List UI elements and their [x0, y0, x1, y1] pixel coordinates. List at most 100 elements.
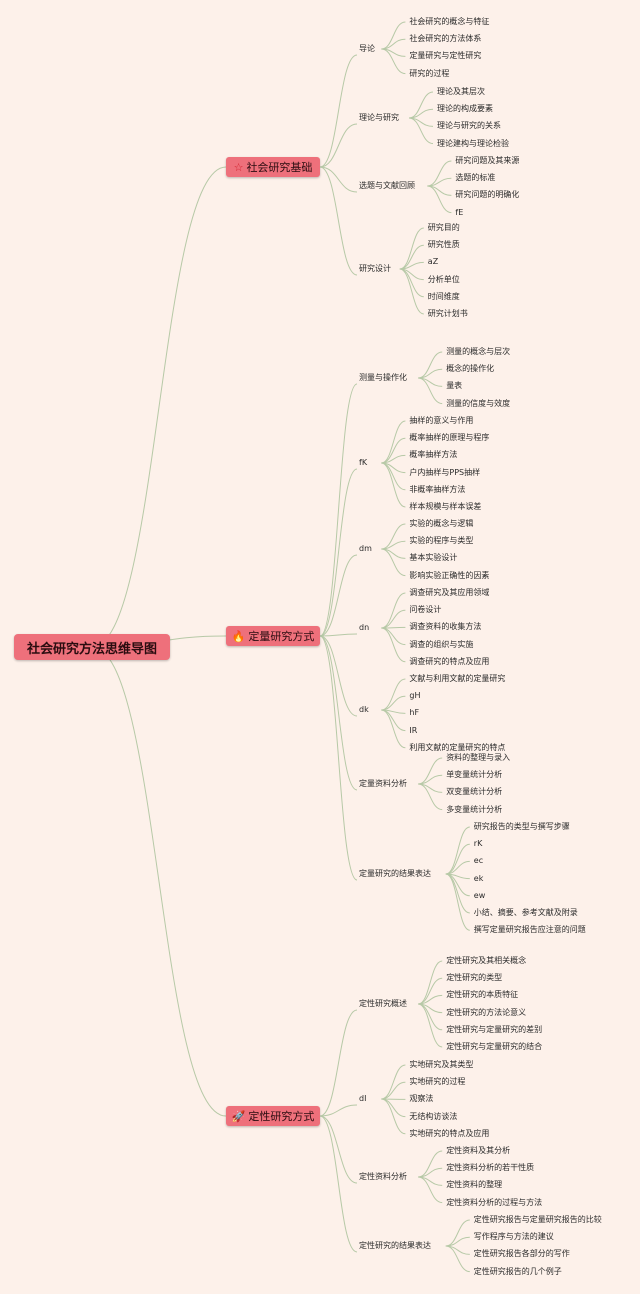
leaf-topic[interactable]: 定性资料的整理	[446, 1180, 503, 1190]
main-branch-node[interactable]: ☆社会研究基础	[226, 157, 320, 177]
leaf-topic[interactable]: 观察法	[409, 1094, 434, 1104]
leaf-topic[interactable]: 资料的整理与录入	[446, 753, 511, 762]
sub-topic[interactable]: 定性研究概述	[359, 999, 407, 1008]
leaf-topic[interactable]: 户内抽样与PPS抽样	[409, 467, 481, 477]
leaf-topic[interactable]: 撰写定量研究报告应注意的问题	[473, 925, 586, 935]
sub-topic[interactable]: 选题与文献回顾	[359, 181, 415, 190]
leaf-link	[381, 420, 406, 464]
leaf-topic[interactable]: 单变量统计分析	[446, 770, 503, 780]
leaf-topic[interactable]: 文献与利用文献的定量研究	[409, 674, 506, 683]
leaf-topic[interactable]: 定性研究报告的几个例子	[473, 1266, 562, 1276]
leaf-topic[interactable]: fE	[455, 207, 464, 217]
sub-topic[interactable]: 理论与研究	[359, 113, 399, 122]
leaf-topic[interactable]: gH	[409, 691, 421, 701]
leaf-topic[interactable]: 理论及其层次	[437, 87, 485, 96]
sub-topic[interactable]: 定量研究的结果表达	[359, 869, 431, 878]
leaf-topic[interactable]: 研究计划书	[427, 309, 468, 318]
leaf-topic[interactable]: 时间维度	[427, 291, 460, 301]
leaf-topic[interactable]: 测量的信度与效度	[446, 398, 511, 408]
leaf-topic[interactable]: 问卷设计	[409, 605, 442, 615]
leaf-link	[418, 351, 443, 379]
leaf-topic[interactable]: 小结、摘要、参考文献及附录	[473, 908, 578, 917]
sub-topic[interactable]: 定性资料分析	[359, 1172, 407, 1181]
leaf-topic[interactable]: 测量的概念与层次	[446, 347, 511, 356]
leaf-topic[interactable]: 定性研究报告与定量研究报告的比较	[473, 1215, 602, 1224]
leaf-topic[interactable]: 调查研究及其应用领域	[409, 588, 490, 597]
leaf-topic[interactable]: 定性研究的方法论意义	[446, 1007, 527, 1017]
leaf-topic[interactable]: 调查的组织与实施	[409, 639, 474, 649]
leaf-link	[445, 826, 470, 875]
leaf-topic[interactable]: 研究的过程	[409, 68, 450, 78]
sub-topic[interactable]: dI	[359, 1094, 367, 1103]
leaf-topic[interactable]: ek	[473, 873, 484, 883]
leaf-topic[interactable]: 定性研究报告各部分的写作	[473, 1249, 570, 1259]
leaf-topic[interactable]: 抽样的意义与作用	[409, 416, 474, 425]
sub-link	[319, 554, 358, 637]
leaf-topic[interactable]: 定性研究的类型	[446, 973, 503, 983]
leaf-topic[interactable]: 概念的操作化	[446, 364, 495, 374]
leaf-topic[interactable]: 实验的程序与类型	[409, 536, 474, 546]
leaf-topic[interactable]: 研究问题及其来源	[455, 156, 520, 165]
leaf-topic[interactable]: 样本规模与样本误差	[409, 502, 482, 511]
sub-link	[319, 54, 358, 168]
leaf-topic[interactable]: 写作程序与方法的建议	[473, 1232, 554, 1242]
leaf-topic[interactable]: 定性资料分析的过程与方法	[446, 1197, 543, 1207]
root-node[interactable]: 社会研究方法思维导图	[14, 634, 170, 660]
sub-topic[interactable]: fK	[359, 458, 368, 467]
leaf-topic[interactable]: 双变量统计分析	[446, 787, 503, 797]
leaf-topic[interactable]: IR	[409, 725, 418, 735]
leaf-topic[interactable]: 理论与研究的关系	[437, 121, 501, 131]
main-branch-node[interactable]: 🔥定量研究方式	[226, 626, 320, 646]
leaf-topic[interactable]: 实地研究及其类型	[409, 1060, 474, 1069]
leaf-topic[interactable]: 非概率抽样方法	[409, 484, 466, 494]
leaf-topic[interactable]: aZ	[427, 257, 439, 267]
leaf-topic[interactable]: 实验的概念与逻辑	[409, 519, 474, 528]
leaf-topic[interactable]: 量表	[446, 381, 463, 391]
leaf-topic[interactable]: 概率抽样的原理与程序	[409, 433, 490, 443]
sub-topic[interactable]: 测量与操作化	[359, 373, 407, 382]
sub-topic[interactable]: 研究设计	[359, 264, 391, 273]
leaf-topic[interactable]: 研究问题的明确化	[455, 190, 520, 200]
leaf-topic[interactable]: 定性资料及其分析	[446, 1146, 511, 1155]
leaf-topic[interactable]: 定性资料分析的若干性质	[446, 1163, 535, 1173]
leaf-topic[interactable]: 研究目的	[427, 223, 460, 232]
sub-topic[interactable]: dn	[359, 623, 370, 632]
leaf-topic[interactable]: 研究性质	[427, 240, 460, 250]
leaf-topic[interactable]: 影响实验正确性的因素	[409, 570, 490, 580]
main-branch-node[interactable]: 🚀定性研究方式	[226, 1106, 320, 1126]
leaf-topic[interactable]: 分析单位	[427, 274, 460, 284]
leaf-topic[interactable]: 定性研究与定量研究的结合	[446, 1042, 543, 1051]
sub-topic[interactable]: dk	[359, 705, 369, 714]
sub-topic[interactable]: dm	[359, 544, 372, 553]
leaf-topic[interactable]: 理论建构与理论检验	[437, 138, 509, 148]
leaf-topic[interactable]: 定量研究与定性研究	[409, 51, 482, 61]
leaf-topic[interactable]: ew	[473, 890, 486, 900]
leaf-topic[interactable]: hF	[409, 708, 420, 718]
sub-topic[interactable]: 导论	[359, 44, 375, 53]
leaf-topic[interactable]: 无结构访谈法	[409, 1111, 458, 1121]
leaf-topic[interactable]: 调查研究的特点及应用	[409, 656, 490, 666]
leaf-topic[interactable]: 多变量统计分析	[446, 804, 503, 814]
leaf-topic[interactable]: 实地研究的特点及应用	[409, 1128, 490, 1138]
leaf-topic[interactable]: ec	[473, 856, 484, 866]
leaf-topic[interactable]: 实地研究的过程	[409, 1077, 466, 1087]
leaf-link	[381, 462, 406, 508]
sub-topic[interactable]: 定量资料分析	[359, 779, 407, 788]
leaf-topic[interactable]: 选题的标准	[455, 173, 496, 183]
leaf-topic[interactable]: 理论的构成要素	[437, 104, 493, 114]
leaf-topic[interactable]: 研究报告的类型与撰写步骤	[473, 822, 570, 831]
leaf-topic[interactable]: 社会研究的概念与特征	[409, 17, 490, 26]
leaf-topic[interactable]: 基本实验设计	[409, 553, 458, 563]
leaf-topic[interactable]: 利用文献的定量研究的特点	[409, 742, 506, 752]
leaf-topic[interactable]: 社会研究的方法体系	[409, 34, 482, 44]
leaf-topic[interactable]: 定性研究的本质特征	[446, 990, 519, 1000]
leaf-topic[interactable]: 调查资料的收集方法	[409, 622, 482, 632]
leaf-link	[381, 1098, 406, 1135]
leaf-link	[445, 1219, 470, 1247]
leaf-topic[interactable]: 定性研究及其相关概念	[446, 956, 527, 965]
leaf-link	[418, 757, 443, 785]
leaf-topic[interactable]: 定性研究与定量研究的差别	[446, 1024, 543, 1034]
leaf-topic[interactable]: 概率抽样方法	[409, 450, 458, 460]
sub-topic[interactable]: 定性研究的结果表达	[359, 1241, 431, 1250]
leaf-topic[interactable]: rK	[473, 839, 483, 849]
